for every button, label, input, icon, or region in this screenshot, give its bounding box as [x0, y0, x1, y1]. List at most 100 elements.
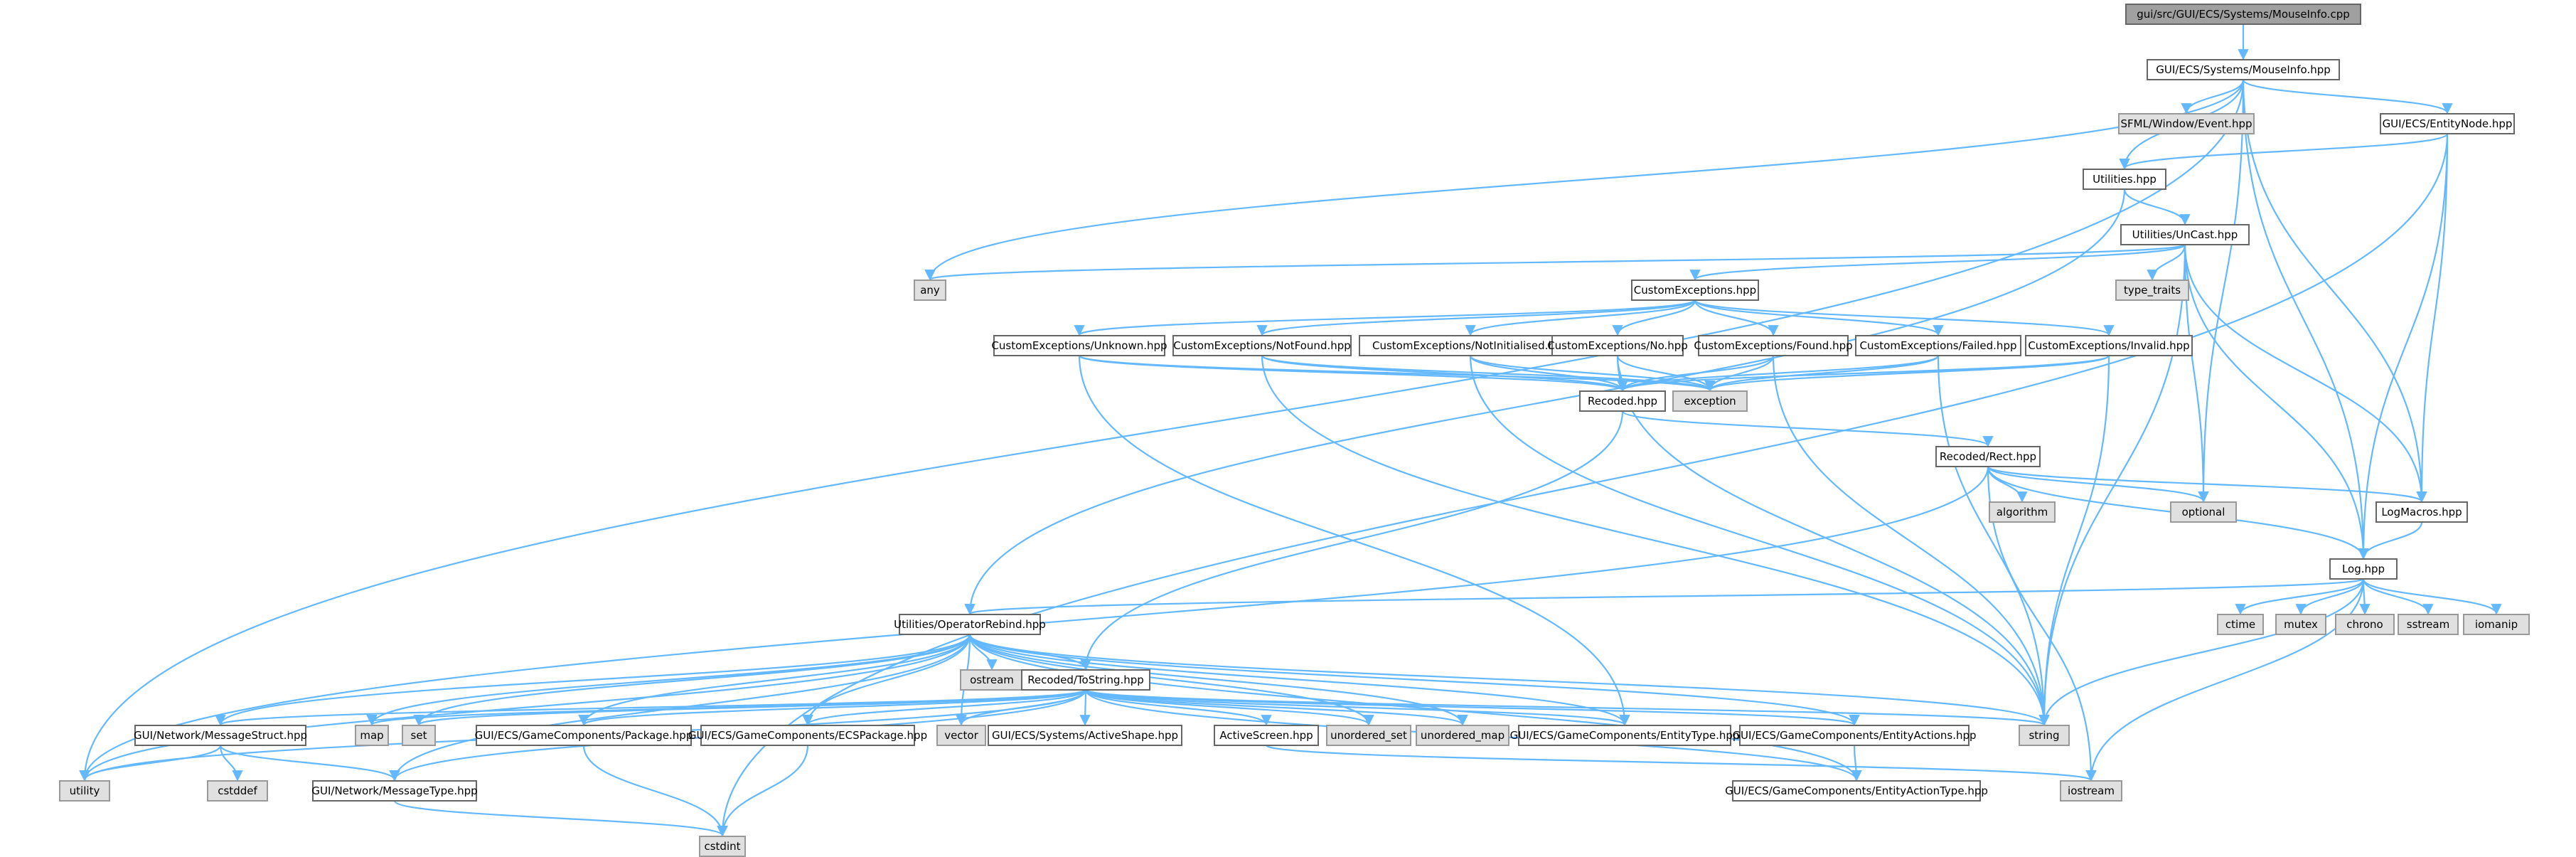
edge-log_hpp-to-operatorrebind_hpp	[965, 577, 2365, 615]
edge-messagetype_hpp-to-cstdint	[393, 799, 728, 837]
node-messagetype-hpp[interactable]: GUI/Network/MessageType.hpp	[311, 780, 478, 802]
edge-recoded_tostring-to-ecspackage_hpp	[802, 688, 1087, 726]
edge-recoded_tostring-to-activeshape_hpp	[1079, 689, 1091, 726]
dependency-nodes: gui/src/GUI/ECS/Systems/MouseInfo.cppGUI…	[59, 4, 2530, 857]
edge-entityactions_hpp-to-entityactiontype_hpp	[1851, 745, 1862, 782]
edge-messagestruct_hpp-to-utility	[79, 745, 222, 782]
edge-uncast_hpp-to-type_traits	[2147, 244, 2186, 281]
edge-recoded_tostring-to-unordered_set	[1084, 689, 1374, 726]
edge-mouseinfo_hpp-to-logmacros_hpp	[2242, 79, 2427, 503]
edge-mouseinfo_hpp-to-sfml_window_event	[2181, 79, 2245, 115]
node-logmacros-hpp[interactable]: LogMacros.hpp	[2375, 501, 2468, 523]
edge-ce_no-to-string	[1616, 355, 2050, 726]
node-label: LogMacros.hpp	[2381, 506, 2462, 518]
edge-ce_unknown-to-exception	[1078, 354, 1716, 392]
node-log-hpp[interactable]: Log.hpp	[2329, 558, 2398, 580]
edge-ce_found-to-recoded_hpp	[1617, 355, 1775, 392]
node-exception: exception	[1672, 390, 1748, 412]
node-messagestruct-hpp[interactable]: GUI/Network/MessageStruct.hpp	[134, 725, 307, 746]
node-label: exception	[1684, 395, 1736, 408]
node-utilities-hpp[interactable]: Utilities.hpp	[2083, 169, 2166, 190]
node-entityactions-hpp[interactable]: GUI/ECS/GameComponents/EntityActions.hpp	[1732, 725, 1977, 746]
node-recoded-rect[interactable]: Recoded/Rect.hpp	[1935, 446, 2041, 467]
node-cstdint: cstdint	[699, 836, 746, 857]
node-label: unordered_map	[1421, 729, 1505, 742]
node-recoded-hpp[interactable]: Recoded.hpp	[1579, 390, 1666, 412]
node-box	[1021, 669, 1150, 691]
node-box	[1732, 780, 1981, 802]
edge-operatorrebind_hpp-to-set	[413, 634, 971, 726]
node-entitynode-hpp[interactable]: GUI/ECS/EntityNode.hpp	[2380, 113, 2515, 134]
node-label: utility	[70, 784, 100, 797]
node-vector: vector	[936, 725, 986, 746]
node-box	[402, 725, 436, 746]
edge-customexceptions_hpp-to-ce_notinitialised	[1465, 299, 1696, 336]
node-utility: utility	[59, 780, 110, 802]
node-unordered-set: unordered_set	[1326, 725, 1411, 746]
node-box	[1214, 725, 1319, 746]
node-operatorrebind-hpp[interactable]: Utilities/OperatorRebind.hpp	[894, 614, 1046, 635]
node-box	[2118, 113, 2255, 134]
node-label: any	[920, 284, 940, 297]
node-box	[476, 725, 692, 746]
node-label: Recoded.hpp	[1588, 395, 1657, 408]
node-label: GUI/ECS/Systems/ActiveShape.hpp	[992, 729, 1178, 742]
node-uncast-hpp[interactable]: Utilities/UnCast.hpp	[2120, 224, 2250, 245]
node-label: string	[2029, 729, 2059, 742]
node-label: CustomExceptions.hpp	[1634, 284, 1756, 297]
node-ce-failed[interactable]: CustomExceptions/Failed.hpp	[1855, 335, 2021, 356]
edge-ce_notfound-to-exception	[1261, 354, 1716, 392]
node-box	[2217, 614, 2264, 635]
edge-utilities_hpp-to-operatorrebind_hpp	[964, 188, 2126, 615]
node-entityactiontype-hpp[interactable]: GUI/ECS/GameComponents/EntityActionType.…	[1725, 780, 1988, 802]
edge-ce_notfound-to-string	[1261, 355, 2050, 726]
node-ce-invalid[interactable]: CustomExceptions/Invalid.hpp	[2025, 335, 2193, 356]
node-box	[2463, 614, 2530, 635]
node-activeshape-hpp[interactable]: GUI/ECS/Systems/ActiveShape.hpp	[988, 725, 1182, 746]
node-label: Utilities/UnCast.hpp	[2132, 228, 2238, 241]
node-label: map	[360, 729, 383, 742]
edge-mouseinfo_hpp-to-optional	[2198, 79, 2245, 503]
edge-ce_failed-to-recoded_hpp	[1617, 354, 1940, 392]
node-entitytype-hpp[interactable]: GUI/ECS/GameComponents/EntityType.hpp	[1510, 725, 1740, 746]
node-box	[207, 780, 268, 802]
node-ce-found[interactable]: CustomExceptions/Found.hpp	[1694, 335, 1853, 356]
node-customexceptions-hpp[interactable]: CustomExceptions.hpp	[1631, 280, 1759, 301]
node-box	[2147, 59, 2340, 80]
node-package-hpp[interactable]: GUI/ECS/GameComponents/Package.hpp	[475, 725, 693, 746]
node-mouseinfo-hpp[interactable]: GUI/ECS/Systems/MouseInfo.hpp	[2147, 59, 2340, 80]
edge-recoded_tostring-to-unordered_map	[1084, 688, 1468, 726]
edge-utilities_hpp-to-uncast_hpp	[2123, 188, 2191, 225]
node-label: CustomExceptions/Invalid.hpp	[2028, 339, 2189, 352]
node-label: GUI/ECS/GameComponents/EntityType.hpp	[1510, 729, 1740, 742]
node-chrono: chrono	[2335, 614, 2395, 635]
dependency-edges	[79, 24, 2502, 837]
node-label: CustomExceptions/Unknown.hpp	[991, 339, 1167, 352]
node-box	[936, 725, 986, 746]
node-label: cstddef	[218, 784, 257, 797]
node-box	[699, 836, 746, 857]
node-ce-notfound[interactable]: CustomExceptions/NotFound.hpp	[1172, 335, 1352, 356]
node-label: sstream	[2407, 618, 2449, 631]
node-box	[2025, 335, 2193, 356]
node-box	[2398, 614, 2459, 635]
edge-operatorrebind_hpp-to-package_hpp	[578, 634, 971, 726]
node-ce-no[interactable]: CustomExceptions/No.hpp	[1547, 335, 1688, 356]
edge-recoded_rect-to-optional	[1987, 466, 2209, 503]
node-label: GUI/Network/MessageStruct.hpp	[134, 729, 307, 742]
edge-log_hpp-to-string	[2038, 578, 2365, 726]
edge-customexceptions_hpp-to-ce_found	[1694, 299, 1779, 336]
node-label: GUI/Network/MessageType.hpp	[311, 784, 477, 797]
node-label: set	[411, 729, 427, 742]
node-ecspackage-hpp[interactable]: GUI/ECS/GameComponents/ECSPackage.hpp	[688, 725, 927, 746]
edge-ce_notinitialised-to-exception	[1469, 355, 1716, 392]
node-label: CustomExceptions/NotFound.hpp	[1173, 339, 1351, 352]
node-recoded-tostring[interactable]: Recoded/ToString.hpp	[1021, 669, 1150, 691]
edge-recoded_tostring-to-package_hpp	[578, 688, 1087, 726]
node-activescreen-hpp[interactable]: ActiveScreen.hpp	[1214, 725, 1319, 746]
node-box	[899, 614, 1041, 635]
node-label: GUI/ECS/GameComponents/EntityActionType.…	[1725, 784, 1988, 797]
node-ce-unknown[interactable]: CustomExceptions/Unknown.hpp	[991, 335, 1167, 356]
edge-operatorrebind_hpp-to-unordered_set	[968, 634, 1374, 726]
